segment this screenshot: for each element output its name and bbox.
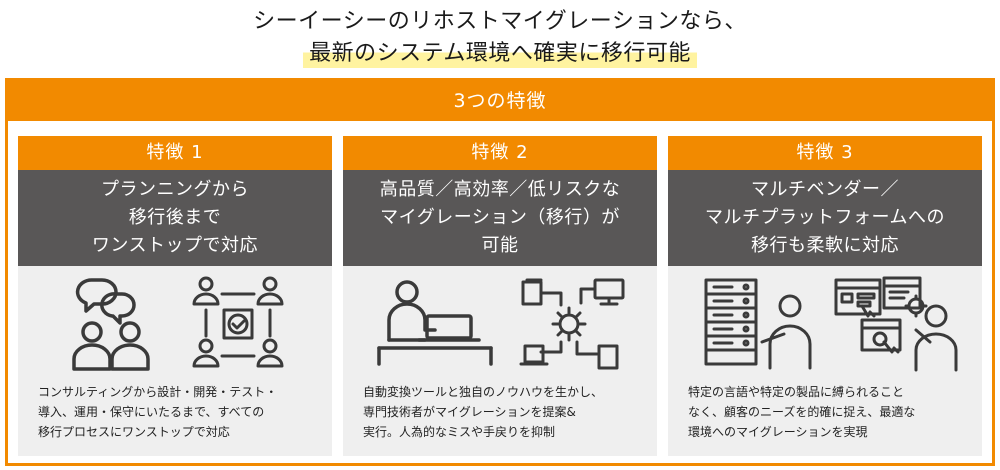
feature-description: 特定の言語や特定の製品に縛られること なく、顧客のニーズを的確に捉え、最適な 環… bbox=[688, 382, 970, 442]
feature-label: 特徴 1 bbox=[18, 136, 332, 170]
headline-line-1: シーイーシーのリホストマイグレーションなら、 bbox=[253, 9, 747, 34]
feature-title: 高品質／高効率／低リスクな マイグレーション（移行）が 可能 bbox=[343, 170, 657, 266]
feature-description-line: 移行プロセスにワンストップで対応 bbox=[38, 425, 230, 439]
feature-description-line: 導入、運用・保守にいたるまで、すべての bbox=[38, 405, 265, 419]
feature-icons bbox=[343, 274, 657, 374]
feature-title: プランニングから 移行後まで ワンストップで対応 bbox=[18, 170, 332, 266]
headline: シーイーシーのリホストマイグレーションなら、 最新のシステム環境へ確実に移行可能 bbox=[0, 8, 1000, 68]
feature-icons bbox=[668, 274, 982, 374]
feature-description: コンサルティングから設計・開発・テスト・ 導入、運用・保守にいたるまで、すべての… bbox=[38, 382, 320, 442]
feature-card-2: 特徴 2 高品質／高効率／低リスクな マイグレーション（移行）が 可能 bbox=[343, 136, 657, 456]
feature-card-3: 特徴 3 マルチベンダー／ マルチプラットフォームへの 移行も柔軟に対応 bbox=[668, 136, 982, 456]
feature-title-line: 高品質／高効率／低リスクな bbox=[379, 179, 621, 200]
feature-title-line: 移行も柔軟に対応 bbox=[751, 235, 899, 256]
feature-description-line: 環境へのマイグレーションを実現 bbox=[688, 425, 868, 439]
feature-card-1: 特徴 1 プランニングから 移行後まで ワンストップで対応 bbox=[18, 136, 332, 456]
feature-title: マルチベンダー／ マルチプラットフォームへの 移行も柔軟に対応 bbox=[668, 170, 982, 266]
team-network-icon bbox=[192, 276, 284, 368]
feature-icons bbox=[18, 274, 332, 374]
feature-description: 自動変換ツールと独自のノウハウを生かし、 専門技術者がマイグレーションを提案& … bbox=[363, 382, 645, 442]
feature-title-line: 可能 bbox=[481, 235, 519, 256]
feature-title-line: マルチベンダー／ bbox=[751, 179, 899, 200]
engineer-laptop-icon bbox=[377, 280, 493, 366]
web-user-icon bbox=[834, 276, 958, 372]
feature-title-line: プランニングから bbox=[100, 179, 249, 200]
feature-title-line: ワンストップで対応 bbox=[91, 235, 259, 256]
feature-description-line: 特定の言語や特定の製品に縛られること bbox=[688, 385, 905, 399]
headline-line-2: 最新のシステム環境へ確実に移行可能 bbox=[303, 40, 697, 68]
feature-description-line: 専門技術者がマイグレーションを提案& bbox=[363, 405, 576, 419]
feature-description-line: コンサルティングから設計・開発・テスト・ bbox=[38, 385, 278, 399]
feature-description-line: 自動変換ツールと独自のノウハウを生かし、 bbox=[363, 385, 604, 399]
feature-title-line: マイグレーション（移行）が bbox=[380, 207, 620, 228]
feature-description-line: なく、顧客のニーズを的確に捉え、最適な bbox=[688, 405, 916, 419]
feature-title-line: 移行後まで bbox=[128, 207, 222, 228]
feature-title-line: マルチプラットフォームへの bbox=[705, 207, 945, 228]
server-user-icon bbox=[704, 278, 812, 370]
feature-description-line: 実行。人為的なミスや手戻りを抑制 bbox=[363, 425, 556, 439]
feature-label: 特徴 3 bbox=[668, 136, 982, 170]
feature-label: 特徴 2 bbox=[343, 136, 657, 170]
feature-cards: 特徴 1 プランニングから 移行後まで ワンストップで対応 bbox=[18, 136, 982, 456]
chat-users-icon bbox=[72, 278, 150, 371]
features-panel: 3つの特徴 特徴 1 プランニングから 移行後まで ワンストップで対応 bbox=[5, 78, 995, 466]
panel-title: 3つの特徴 bbox=[8, 81, 992, 121]
conversion-gear-icon bbox=[519, 278, 625, 370]
